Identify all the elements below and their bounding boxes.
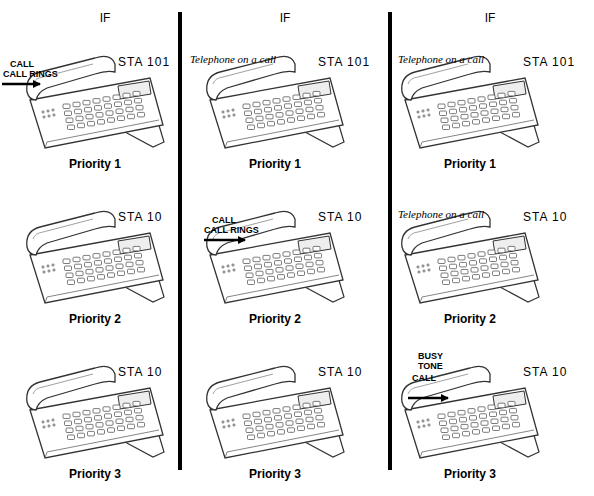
station-label: STA 10 (318, 211, 362, 224)
station-label: STA 10 (523, 211, 567, 224)
priority-label: Priority 3 (69, 468, 121, 481)
station-label: STA 101 (118, 56, 170, 69)
call-label: CALL (10, 60, 34, 70)
column-heading: IF (100, 12, 111, 25)
station-label: STA 10 (523, 366, 567, 379)
telephone-icon (27, 366, 164, 458)
status-note: Telephone on a call (190, 53, 276, 65)
call-label: CALL RINGS (204, 226, 259, 236)
priority-label: Priority 3 (444, 468, 496, 481)
call-label: CALL (412, 374, 436, 384)
station-label: STA 101 (523, 56, 575, 69)
call-label: CALL RINGS (3, 70, 58, 80)
priority-label: Priority 2 (69, 313, 121, 326)
priority-label: Priority 1 (249, 158, 301, 171)
telephone-icon (27, 211, 164, 303)
priority-label: Priority 3 (249, 468, 301, 481)
telephone-icon (402, 366, 539, 458)
telephone-icon (207, 56, 344, 148)
call-label: CALL (212, 216, 236, 226)
telephone-icon (402, 56, 539, 148)
priority-label: Priority 1 (69, 158, 121, 171)
status-note: Telephone on a call (398, 53, 484, 65)
status-note: Telephone on a call (398, 208, 484, 220)
priority-label: Priority 1 (444, 158, 496, 171)
telephone-icon (207, 366, 344, 458)
station-label: STA 10 (318, 366, 362, 379)
station-label: STA 10 (118, 366, 162, 379)
column-heading: IF (485, 12, 496, 25)
telephone-icon (402, 211, 539, 303)
busy-tone-label: BUSY TONE (418, 352, 458, 372)
station-label: STA 10 (118, 211, 162, 224)
priority-label: Priority 2 (249, 313, 301, 326)
priority-label: Priority 2 (444, 313, 496, 326)
station-label: STA 101 (318, 56, 370, 69)
column-heading: IF (280, 12, 291, 25)
